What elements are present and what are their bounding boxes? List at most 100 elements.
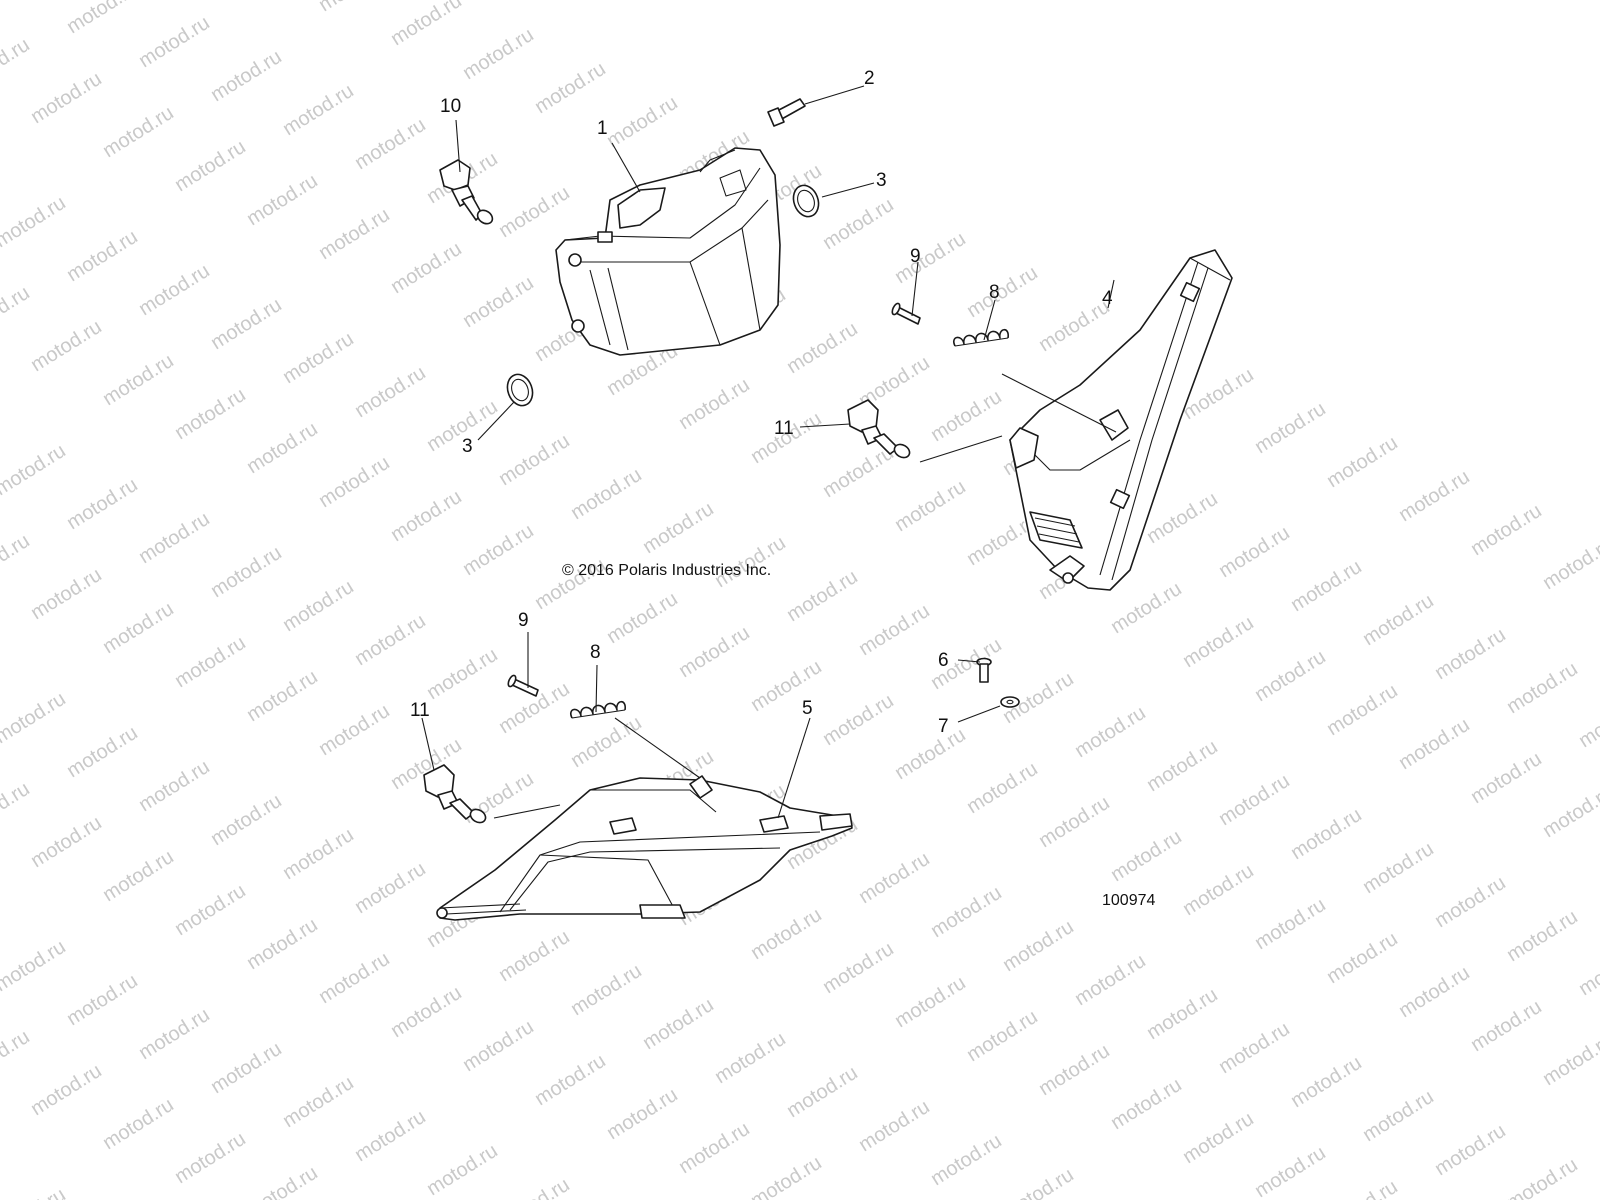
watermark-text: motod.ru (1035, 792, 1114, 852)
watermark-text: motod.ru (675, 622, 754, 682)
watermark-text: motod.ru (171, 880, 250, 940)
watermark-text: motod.ru (891, 972, 970, 1032)
callout-7: 7 (938, 716, 949, 737)
watermark-text: motod.ru (1467, 996, 1546, 1056)
watermark-text: motod.ru (99, 1094, 178, 1154)
watermark-text: motod.ru (1107, 578, 1186, 638)
watermark-text: motod.ru (0, 936, 70, 996)
watermark-text: motod.ru (315, 204, 394, 264)
bulb-socket-part-11-lower (423, 764, 487, 824)
watermark-text: motod.ru (27, 316, 106, 376)
watermark-text: motod.ru (135, 508, 214, 568)
watermark-text: motod.ru (819, 194, 898, 254)
watermark-text: motod.ru (1287, 556, 1366, 616)
copyright-text: © 2016 Polaris Industries Inc. (562, 562, 771, 579)
watermark-text: motod.ru (207, 790, 286, 850)
watermark-text: motod.ru (279, 576, 358, 636)
watermark-text: motod.ru (27, 812, 106, 872)
watermark-text: motod.ru (999, 1164, 1078, 1200)
watermark-text: motod.ru (207, 1038, 286, 1098)
watermark-text: motod.ru (171, 384, 250, 444)
watermark-text: motod.ru (387, 486, 466, 546)
watermark-text: motod.ru (1071, 950, 1150, 1010)
watermark-text: motod.ru (1143, 736, 1222, 796)
watermark-text: motod.ru (531, 1050, 610, 1110)
watermark-text: motod.ru (0, 282, 34, 342)
watermark-text: motod.ru (351, 114, 430, 174)
watermark-text: motod.ru (927, 882, 1006, 942)
watermark-text: motod.ru (1503, 906, 1582, 966)
drawing-number: 100974 (1102, 892, 1155, 909)
watermark-text: motod.ru (171, 632, 250, 692)
watermark-text: motod.ru (0, 1026, 34, 1086)
headlamp-right-part-4 (1009, 249, 1233, 591)
watermark-text: motod.ru (135, 12, 214, 72)
watermark-text: motod.ru (243, 418, 322, 478)
watermark-text: motod.ru (243, 914, 322, 974)
watermark-text: motod.ru (567, 960, 646, 1020)
watermark-text: motod.ru (27, 564, 106, 624)
callout-11-lower: 11 (410, 700, 430, 721)
watermark-text: motod.ru (99, 598, 178, 658)
watermark-text: motod.ru (1179, 860, 1258, 920)
watermark-text: motod.ru (0, 0, 70, 4)
callout-4: 4 (1102, 288, 1113, 309)
watermark-text: motod.ru (1251, 894, 1330, 954)
watermark-text: motod.ru (135, 260, 214, 320)
watermark-text: motod.ru (819, 938, 898, 998)
callout-2: 2 (864, 68, 875, 89)
watermark-text: motod.ru (459, 520, 538, 580)
callout-3-lower: 3 (462, 436, 473, 457)
watermark-text: motod.ru (1035, 1040, 1114, 1100)
bolt-part-9-lower (507, 674, 539, 697)
watermark-text: motod.ru (747, 904, 826, 964)
watermark-text: motod.ru (315, 0, 394, 16)
watermark-text: motod.ru (603, 92, 682, 152)
watermark-text: motod.ru (963, 758, 1042, 818)
headlamp-center-part-1 (555, 147, 781, 356)
watermark-text: motod.ru (1107, 826, 1186, 886)
watermark-text: motod.ru (531, 58, 610, 118)
watermark-text: motod.ru (891, 724, 970, 784)
watermark-text: motod.ru (459, 24, 538, 84)
watermark-text: motod.ru (819, 690, 898, 750)
watermark-text: motod.ru (135, 1004, 214, 1064)
watermark-text: motod.ru (1071, 702, 1150, 762)
watermark-text: motod.ru (0, 688, 70, 748)
watermark-text: motod.ru (747, 656, 826, 716)
watermark-text: motod.ru (567, 464, 646, 524)
watermark-text: motod.ru (1179, 1108, 1258, 1168)
washer-part-7 (1000, 696, 1020, 708)
watermark-text: motod.ru (0, 530, 34, 590)
headlamp-bottom-part-5 (436, 775, 853, 921)
watermark-text: motod.ru (279, 328, 358, 388)
watermark-text: motod.ru (63, 474, 142, 534)
callout-8-upper: 8 (989, 282, 1000, 303)
watermark-text: motod.ru (1395, 714, 1474, 774)
watermark-text: motod.ru (711, 1028, 790, 1088)
watermark-text: motod.ru (423, 644, 502, 704)
watermark-text: motod.ru (927, 386, 1006, 446)
watermark-text: motod.ru (927, 1130, 1006, 1190)
watermark-text: motod.ru (963, 262, 1042, 322)
watermark-text: motod.ru (1323, 928, 1402, 988)
watermark-text: motod.ru (783, 318, 862, 378)
watermark-text: motod.ru (1395, 466, 1474, 526)
watermark-text: motod.ru (1107, 1074, 1186, 1134)
watermark-text: motod.ru (315, 700, 394, 760)
watermark-text: motod.ru (1287, 804, 1366, 864)
watermark-text: motod.ru (63, 970, 142, 1030)
watermark-text: motod.ru (387, 982, 466, 1042)
watermark-text: motod.ru (1251, 398, 1330, 458)
watermark-text: motod.ru (1215, 1018, 1294, 1078)
bolt-part-9-upper (891, 302, 921, 325)
callout-10: 10 (440, 96, 461, 117)
watermark-text: motod.ru (1431, 1120, 1510, 1180)
spring-part-8-upper (953, 328, 1009, 347)
watermark-text: motod.ru (135, 756, 214, 816)
bulb-socket-part-10 (439, 159, 494, 225)
watermark-text: motod.ru (495, 430, 574, 490)
watermark-text: motod.ru (567, 712, 646, 772)
